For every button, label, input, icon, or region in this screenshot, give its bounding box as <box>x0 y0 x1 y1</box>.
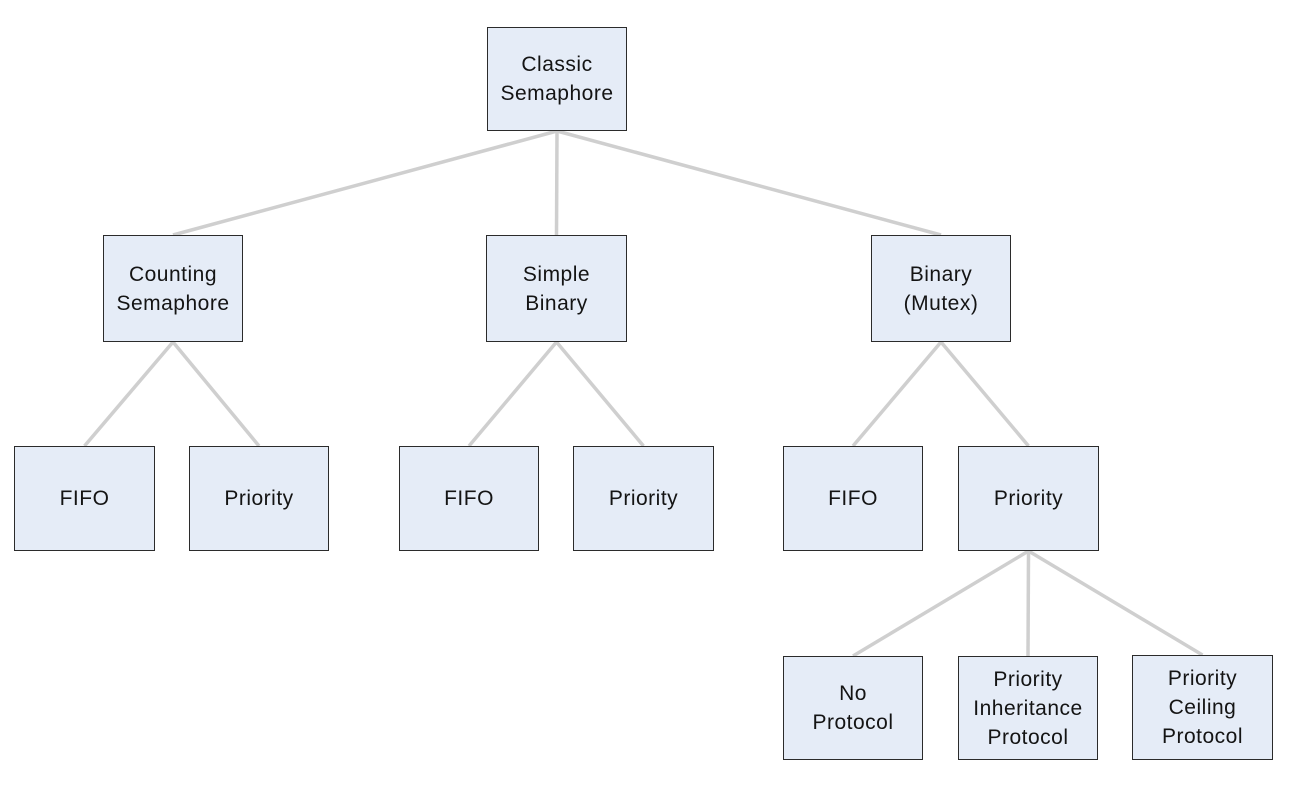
connector-line <box>171 340 261 448</box>
node-label: Classic Semaphore <box>500 53 614 105</box>
node-label: Priority Inheritance Protocol <box>973 667 1083 749</box>
node-simple-binary: Simple Binary <box>486 235 627 342</box>
node-label: Simple Binary <box>522 262 591 315</box>
node-label: FIFO <box>444 487 494 510</box>
connector-line <box>172 129 558 237</box>
connector-line <box>555 340 645 448</box>
connector-line <box>554 130 559 236</box>
connector-line <box>851 340 943 448</box>
connector-line <box>852 549 1030 658</box>
node-binary-fifo: FIFO <box>783 446 923 551</box>
node-label: No Protocol <box>812 682 894 734</box>
node-label: Priority <box>993 487 1064 510</box>
connector-line <box>83 340 175 448</box>
node-classic-semaphore: Classic Semaphore <box>487 27 627 131</box>
node-binary-priority: Priority <box>958 446 1099 551</box>
node-label: Priority <box>224 487 294 510</box>
node-label: Priority <box>608 487 679 510</box>
node-binary-mutex: Binary (Mutex) <box>871 235 1011 342</box>
node-counting-priority: Priority <box>189 446 329 551</box>
connector-line <box>939 340 1030 448</box>
node-label: FIFO <box>59 487 110 510</box>
node-label: Counting Semaphore <box>116 262 230 315</box>
node-priority-ceiling-protocol: Priority Ceiling Protocol <box>1132 655 1273 760</box>
node-simple-priority: Priority <box>573 446 714 551</box>
node-label: Priority Ceiling Protocol <box>1161 667 1244 748</box>
node-counting-fifo: FIFO <box>14 446 155 551</box>
node-no-protocol: No Protocol <box>783 656 923 760</box>
connector-line <box>1027 549 1204 657</box>
connector-line <box>467 340 558 448</box>
node-label: Binary (Mutex) <box>903 262 979 315</box>
node-counting-semaphore: Counting Semaphore <box>103 235 243 342</box>
node-priority-inheritance-protocol: Priority Inheritance Protocol <box>958 656 1098 760</box>
connector-line <box>556 129 942 237</box>
node-simple-fifo: FIFO <box>399 446 539 551</box>
connector-line <box>1026 550 1031 657</box>
node-label: FIFO <box>828 487 878 510</box>
